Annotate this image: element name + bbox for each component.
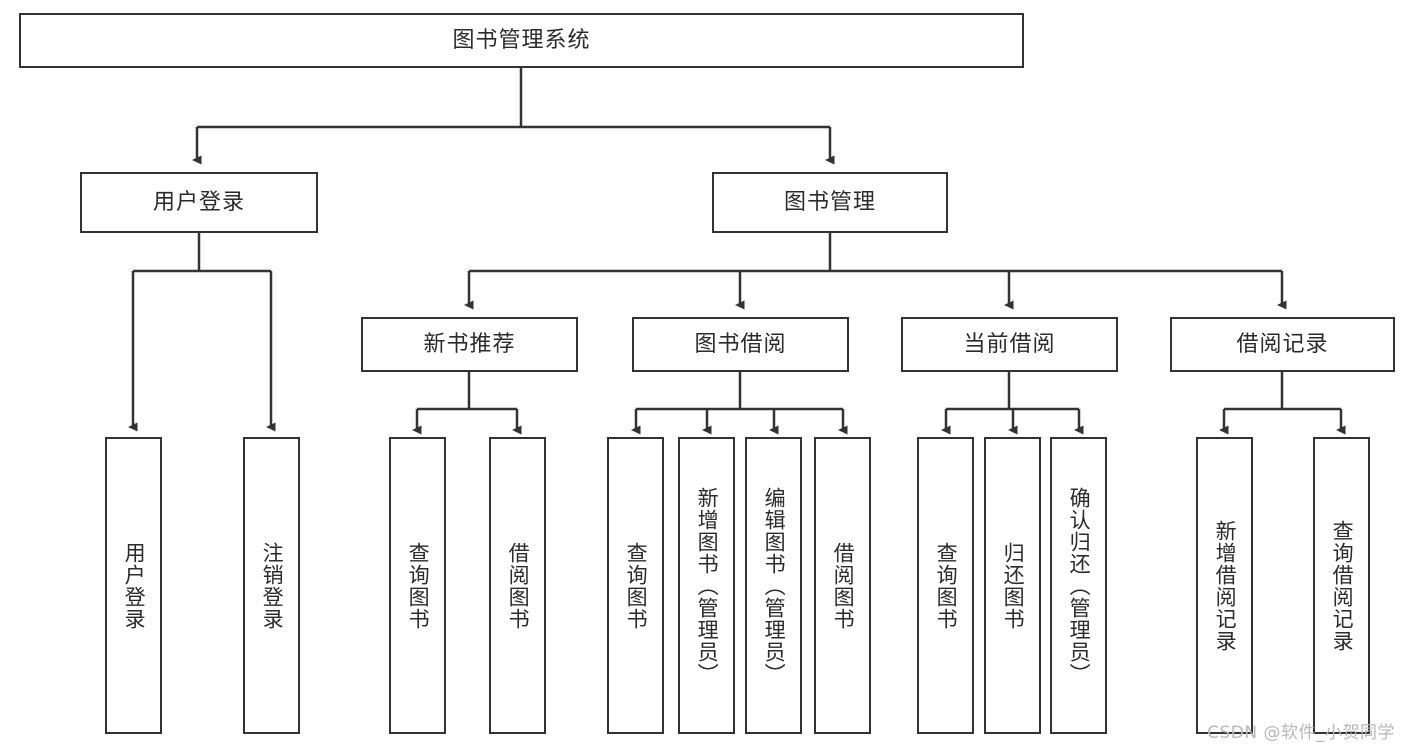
- node-leaf-query-book-3-label: 查询图书: [934, 541, 959, 630]
- node-book-manage-label: 图书管理: [783, 189, 876, 215]
- node-leaf-borrow-book-1-label: 借阅图书: [506, 541, 531, 630]
- node-root-system[interactable]: 图书管理系统: [19, 13, 1024, 68]
- node-new-book-rec-label: 新书推荐: [423, 331, 516, 357]
- node-borrow-record[interactable]: 借阅记录: [1170, 317, 1395, 372]
- node-leaf-add-book-label: 新增图书（管理员）: [695, 486, 720, 685]
- node-new-book-rec[interactable]: 新书推荐: [361, 317, 578, 372]
- node-leaf-return-book-label: 归还图书: [1001, 541, 1026, 630]
- node-leaf-query-book-1-label: 查询图书: [406, 541, 431, 630]
- node-leaf-confirm-return[interactable]: 确认归还（管理员）: [1050, 437, 1107, 734]
- node-leaf-query-record[interactable]: 查询借阅记录: [1313, 437, 1370, 734]
- node-leaf-add-record[interactable]: 新增借阅记录: [1196, 437, 1253, 734]
- node-current-borrow-label: 当前借阅: [963, 331, 1056, 357]
- node-leaf-user-login[interactable]: 用户登录: [105, 437, 162, 734]
- node-leaf-borrow-book-1[interactable]: 借阅图书: [489, 437, 546, 734]
- node-leaf-borrow-book-2-label: 借阅图书: [831, 541, 856, 630]
- watermark-text: CSDN @软件_小贺同学: [1207, 723, 1395, 743]
- node-leaf-query-record-label: 查询借阅记录: [1330, 519, 1355, 652]
- node-user-login-label: 用户登录: [152, 189, 245, 215]
- node-leaf-edit-book[interactable]: 编辑图书（管理员）: [745, 437, 802, 734]
- node-current-borrow[interactable]: 当前借阅: [901, 317, 1118, 372]
- node-leaf-query-book-3[interactable]: 查询图书: [917, 437, 974, 734]
- node-user-login[interactable]: 用户登录: [80, 172, 318, 233]
- node-root-system-label: 图书管理系统: [452, 27, 591, 53]
- node-leaf-query-book-1[interactable]: 查询图书: [389, 437, 446, 734]
- node-leaf-add-record-label: 新增借阅记录: [1213, 519, 1238, 652]
- node-leaf-add-book[interactable]: 新增图书（管理员）: [678, 437, 735, 734]
- node-borrow-record-label: 借阅记录: [1236, 331, 1329, 357]
- node-book-borrow-label: 图书借阅: [694, 331, 787, 357]
- node-leaf-query-book-2[interactable]: 查询图书: [607, 437, 664, 734]
- node-leaf-return-book[interactable]: 归还图书: [984, 437, 1041, 734]
- node-leaf-query-book-2-label: 查询图书: [624, 541, 649, 630]
- node-leaf-confirm-return-label: 确认归还（管理员）: [1067, 486, 1092, 685]
- node-book-manage[interactable]: 图书管理: [712, 172, 948, 233]
- node-leaf-logout[interactable]: 注销登录: [243, 437, 300, 734]
- node-leaf-borrow-book-2[interactable]: 借阅图书: [814, 437, 871, 734]
- node-leaf-logout-label: 注销登录: [260, 541, 285, 630]
- node-book-borrow[interactable]: 图书借阅: [632, 317, 849, 372]
- node-leaf-user-login-label: 用户登录: [122, 541, 147, 630]
- node-leaf-edit-book-label: 编辑图书（管理员）: [762, 486, 787, 685]
